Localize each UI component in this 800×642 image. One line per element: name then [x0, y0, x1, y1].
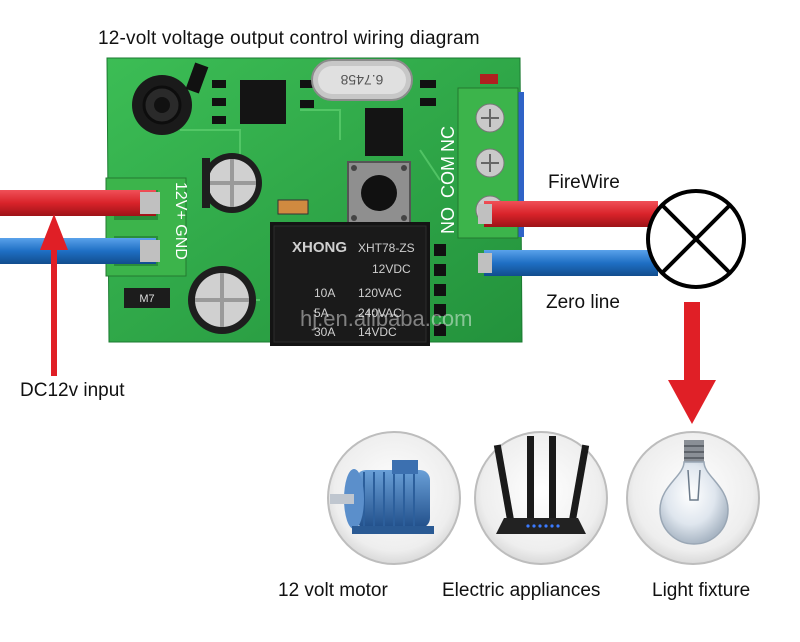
- relay-rating: 240VAC: [358, 306, 402, 320]
- inductor-coil: [132, 62, 209, 135]
- terminal-label-com: COM: [438, 156, 458, 198]
- power-label: 12V+ GND: [172, 182, 189, 260]
- bulb-thumbnail: [626, 431, 760, 565]
- pcb-board: 6.7458 M7 XHONG: [105, 57, 524, 346]
- output-terminal-labels: NC COM NO: [438, 126, 458, 234]
- router-icon: [493, 436, 590, 534]
- dc-input-label: DC12v input: [20, 380, 125, 401]
- ic-chip: [240, 80, 286, 124]
- crystal-oscillator: 6.7458: [311, 59, 413, 101]
- relay-rating: 14VDC: [358, 325, 397, 339]
- output-live-wire: [484, 201, 658, 227]
- output-arrow: [668, 302, 716, 424]
- wire-tip: [140, 240, 160, 262]
- device-caption: Light fixture: [652, 580, 751, 601]
- input-neutral-wire: [0, 238, 156, 264]
- crystal-label: 6.7458: [340, 72, 383, 88]
- router-thumbnail: [474, 431, 608, 565]
- lamp-symbol: [646, 189, 746, 289]
- wire-tip: [478, 204, 492, 224]
- firewire-label: FireWire: [548, 172, 620, 193]
- input-live-wire: [0, 190, 156, 216]
- light-bulb-icon: [659, 440, 729, 545]
- relay-brand: XHONG: [292, 239, 347, 256]
- relay-rating: 120VAC: [358, 286, 402, 300]
- device-caption: Electric appliances: [442, 580, 601, 601]
- relay-voltage: 12VDC: [372, 262, 411, 276]
- input-arrow: [40, 214, 68, 376]
- header-pins: [434, 244, 446, 336]
- motor-thumbnail: [327, 431, 461, 565]
- wire-tip: [140, 192, 160, 214]
- device-caption: 12 volt motor: [278, 580, 388, 601]
- push-button: [347, 161, 411, 225]
- diode: M7: [124, 288, 170, 308]
- diode-label: M7: [139, 293, 154, 305]
- ic-chip: [365, 108, 403, 156]
- relay: XHONG XHT78-ZS 12VDC 10A 120VAC 5A 240VA…: [270, 222, 430, 346]
- relay-rating: 10A: [314, 286, 335, 300]
- terminal-label-nc: NC: [438, 126, 458, 152]
- capacitor: [188, 266, 256, 334]
- wire-tip: [478, 253, 492, 273]
- capacitor: [202, 153, 262, 213]
- relay-model: XHT78-ZS: [358, 241, 415, 255]
- relay-rating: 5A: [314, 306, 329, 320]
- terminal-label-no: NO: [438, 207, 458, 234]
- diagram-title: 12-volt voltage output control wiring di…: [98, 28, 480, 49]
- relay-rating: 30A: [314, 325, 335, 339]
- motor-icon: [330, 460, 434, 534]
- zero-line-label: Zero line: [546, 292, 620, 313]
- output-neutral-wire: [484, 250, 658, 276]
- watermark: hj.en.alibaba.com: [300, 306, 472, 331]
